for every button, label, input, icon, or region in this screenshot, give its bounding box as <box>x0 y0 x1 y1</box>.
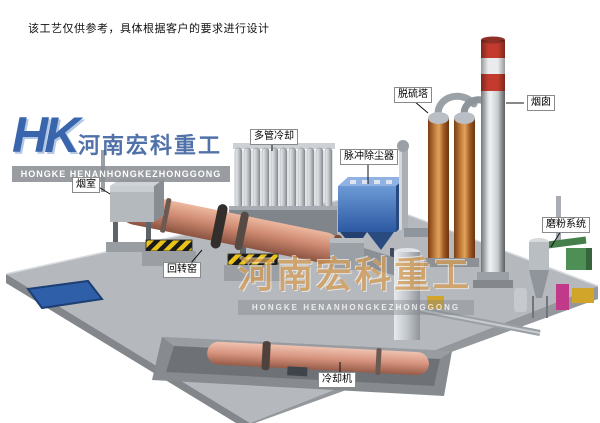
cooling-machine-graphic <box>207 341 429 377</box>
blue-pad-graphic <box>26 279 104 310</box>
label-pulse-dust-collector: 脉冲除尘器 <box>340 149 398 165</box>
logo-monogram: HK <box>12 107 80 163</box>
desulfurization-towers-graphic <box>424 92 498 267</box>
label-chimney: 烟囱 <box>527 95 555 111</box>
label-rotary-kiln: 回转窑 <box>163 262 201 278</box>
logo-company-name-cn: 河南宏科重工 <box>78 133 223 158</box>
kiln-support-piers-graphic <box>142 239 282 281</box>
label-grinding-system: 磨粉系统 <box>542 217 590 233</box>
label-cooling-machine: 冷却机 <box>318 372 356 388</box>
label-desulfurization-tower: 脱硫塔 <box>394 87 432 103</box>
pulse-dust-collector-graphic <box>338 140 428 262</box>
label-smoke-chamber: 烟室 <box>72 177 100 193</box>
smoke-chamber-graphic <box>101 150 164 252</box>
logo: HK 河南宏科重工 HONGKE HENANHONGKEZHONGGONG <box>12 107 234 186</box>
label-multi-tube-cooler: 多管冷却 <box>250 129 298 145</box>
conveyor-graphic <box>419 307 541 336</box>
chimney-graphic <box>473 36 513 288</box>
kiln-discharge-graphic <box>330 238 444 340</box>
logo-company-name-en: HONGKE HENANHONGKEZHONGGONG <box>12 166 230 182</box>
disclaimer-text: 该工艺仅供参考，具体根据客户的要求进行设计 <box>28 23 270 35</box>
